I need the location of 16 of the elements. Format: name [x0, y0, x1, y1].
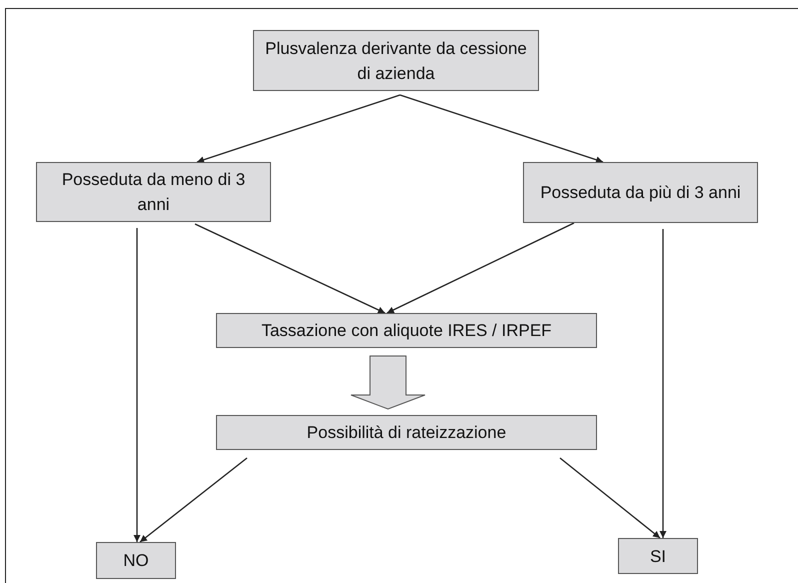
arrow: [660, 229, 666, 538]
process-box: Plusvalenza derivante da cessione di azienda: [253, 30, 539, 91]
block-arrow: [350, 356, 426, 410]
arrow: [140, 457, 248, 543]
process-box: Posseduta da meno di 3 anni: [36, 162, 271, 222]
process-box: Posseduta da più di 3 anni: [523, 162, 758, 223]
process-box: Tassazione con aliquote IRES / IRPEF: [216, 313, 597, 348]
process-box: NO: [96, 542, 176, 579]
arrow: [134, 228, 140, 542]
arrow: [196, 94, 400, 164]
arrow: [386, 222, 574, 314]
process-box: Possibilità di rateizzazione: [216, 415, 597, 450]
arrow: [194, 223, 386, 314]
arrow: [400, 94, 604, 164]
arrow: [560, 458, 660, 538]
process-box: SI: [618, 538, 698, 574]
